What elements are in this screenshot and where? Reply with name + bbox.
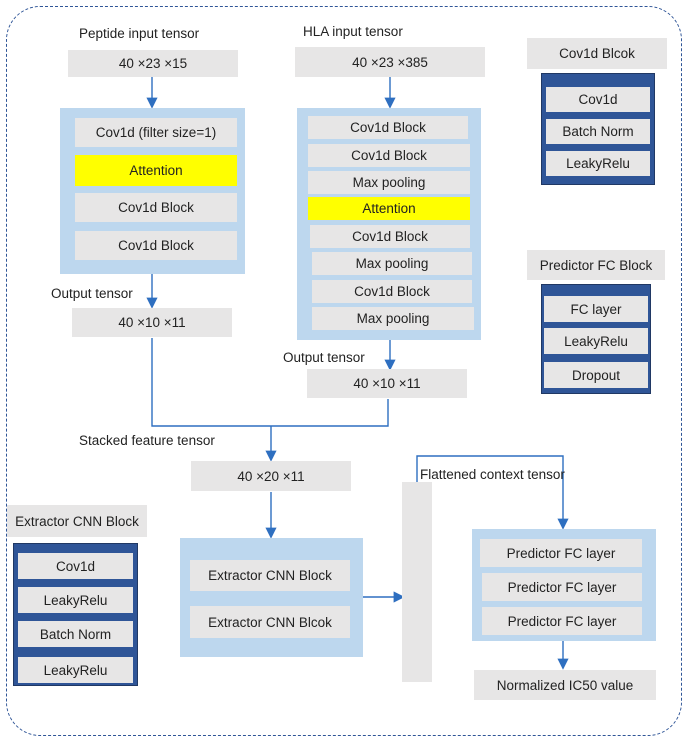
hla-attention-block: Attention <box>308 197 470 220</box>
cov1d-legend-title: Cov1d Blcok <box>527 38 667 69</box>
extractor-cnn-legend-item-3: LeakyRelu <box>18 657 133 683</box>
cov1d-legend-item-1: Batch Norm <box>546 119 650 144</box>
cov1d-legend-item-0: Cov1d <box>546 87 650 112</box>
peptide-block-0: Cov1d (filter size=1) <box>75 118 237 147</box>
predictor-block-0: Predictor FC layer <box>480 539 642 567</box>
hla-input-shape: 40 ×23 ×385 <box>295 47 485 77</box>
predictor-fc-legend-item-0: FC layer <box>544 296 648 322</box>
peptide-block-2: Cov1d Block <box>75 193 237 222</box>
extractor-block-1: Extractor CNN Blcok <box>190 606 350 638</box>
stacked-feature-label: Stacked feature tensor <box>79 433 215 448</box>
flattened-context-label: Flattened context tensor <box>420 467 565 482</box>
hla-output-shape: 40 ×10 ×11 <box>307 369 467 398</box>
extractor-cnn-legend-title: Extractor CNN Block <box>7 505 147 537</box>
stacked-feature-shape: 40 ×20 ×11 <box>191 461 351 491</box>
hla-block-4: Cov1d Block <box>310 225 470 248</box>
cov1d-legend-item-2: LeakyRelu <box>546 151 650 176</box>
peptide-block-3: Cov1d Block <box>75 231 237 260</box>
hla-block-7: Max pooling <box>312 307 474 330</box>
hla-block-0: Cov1d Block <box>308 116 468 139</box>
diagram-frame <box>6 6 682 736</box>
extractor-block-0: Extractor CNN Block <box>190 560 350 591</box>
hla-input-label: HLA input tensor <box>303 24 403 39</box>
peptide-input-shape: 40 ×23 ×15 <box>68 50 238 77</box>
extractor-cnn-legend-item-0: Cov1d <box>18 553 133 579</box>
predictor-block-1: Predictor FC layer <box>482 573 642 601</box>
hla-output-label: Output tensor <box>283 350 365 365</box>
peptide-output-label: Output tensor <box>51 286 133 301</box>
hla-block-5: Max pooling <box>312 252 472 275</box>
extractor-panel <box>180 538 363 657</box>
extractor-cnn-legend-item-2: Batch Norm <box>18 621 133 647</box>
predictor-fc-legend-title: Predictor FC Block <box>527 250 665 280</box>
peptide-input-label: Peptide input tensor <box>79 26 200 41</box>
predictor-block-2: Predictor FC layer <box>482 607 642 635</box>
predictor-fc-legend-item-1: LeakyRelu <box>544 328 648 354</box>
ic50-output: Normalized IC50 value <box>474 670 656 700</box>
hla-block-2: Max pooling <box>308 171 470 194</box>
hla-block-1: Cov1d Block <box>308 144 470 167</box>
hla-encoder-panel <box>297 108 481 340</box>
peptide-output-shape: 40 ×10 ×11 <box>72 308 232 337</box>
hla-block-6: Cov1d Block <box>312 280 472 303</box>
peptide-attention-block: Attention <box>75 155 237 186</box>
extractor-cnn-legend-item-1: LeakyRelu <box>18 587 133 613</box>
predictor-fc-legend-item-2: Dropout <box>544 362 648 388</box>
flattened-context-bar <box>402 482 432 682</box>
